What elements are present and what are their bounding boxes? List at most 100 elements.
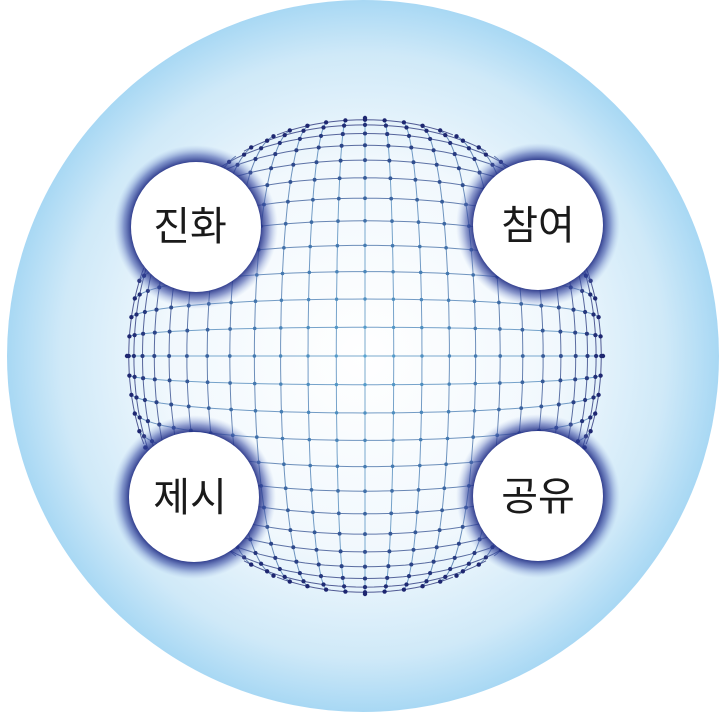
mesh-dot [363,592,367,596]
mesh-dot [253,354,257,358]
mesh-dot [254,299,258,303]
mesh-dot [438,579,442,583]
mesh-dot [286,508,290,512]
mesh-dot [474,382,478,386]
mesh-dot [286,200,290,204]
node-label-evolution: 진화 [153,204,227,250]
mesh-dot [310,220,314,224]
mesh-dot [448,141,452,145]
mesh-dot [279,382,283,386]
mesh-dot [206,380,210,384]
mesh-dot [363,244,367,248]
mesh-dot [432,148,436,152]
mesh-dot [417,488,421,492]
mesh-dot [477,145,481,149]
mesh-dot [339,549,343,553]
mesh-dot [420,383,423,386]
mesh-dot [392,383,395,386]
mesh-dot [541,379,545,383]
mesh-dot [249,145,253,149]
mesh-dot [413,178,417,182]
mesh-dot [391,244,395,248]
mesh-dot [133,296,137,300]
mesh-dot [585,354,589,358]
mesh-dot [298,137,302,141]
mesh-dot [391,465,395,469]
mesh-dot [407,574,411,578]
mesh-dot [363,565,367,569]
mesh-dot [335,270,339,274]
mesh-dot [308,464,312,468]
mesh-dot [363,270,366,273]
mesh-dot [321,582,325,586]
mesh-dot [420,584,424,588]
mesh-dot [571,400,575,404]
mesh-dot [541,354,545,358]
mesh-dot [288,528,292,532]
mesh-dot [137,429,141,433]
mesh-dot [593,296,597,300]
mesh-dot [442,486,446,490]
mesh-dot [269,166,273,170]
mesh-dot [269,542,273,546]
mesh-dot [363,532,367,536]
mesh-dot [255,435,259,439]
mesh-dot [363,354,366,357]
mesh-dot [282,462,286,466]
mesh-dot [585,332,589,336]
mesh-dot [133,411,137,415]
mesh-dot [282,246,286,250]
mesh-dot [338,176,342,180]
mesh-dot [440,508,444,512]
mesh-dot [498,381,502,385]
mesh-dot [363,143,367,147]
mesh-dot [205,354,209,358]
mesh-dot [281,272,285,276]
mesh-dot [185,354,189,358]
mesh-dot [288,579,292,583]
node-participation: 참여 [456,143,620,307]
mesh-dot [129,315,133,319]
mesh-dot [389,512,393,516]
mesh-dot [153,377,157,381]
mesh-dot [593,333,597,337]
mesh-dot [305,124,309,128]
mesh-dot [363,576,367,580]
mesh-dot [249,562,253,566]
mesh-dot [428,571,432,575]
mesh-dot [412,160,416,164]
mesh-dot [382,118,386,122]
mesh-dot [363,465,367,469]
mesh-dot [407,134,411,138]
mesh-dot [288,128,292,132]
mesh-dot [294,148,298,152]
mesh-dot [335,298,338,301]
mesh-dot [521,354,525,358]
node-label-presentation: 제시 [153,475,227,521]
mesh-dot [343,118,347,122]
mesh-dot [593,411,597,415]
mesh-dot [387,159,391,163]
mesh-dot [484,152,488,156]
mesh-dot [169,403,173,407]
mesh-dot [363,158,367,162]
mesh-dot [424,129,428,133]
mesh-dot [291,545,295,549]
mesh-dot [363,176,367,180]
mesh-dot [337,197,341,201]
mesh-dot [280,410,284,414]
mesh-dot [343,589,347,593]
mesh-dot [519,406,523,410]
mesh-dot [187,404,191,408]
mesh-dot [140,354,144,358]
mesh-dot [134,312,138,316]
mesh-dot [580,419,584,423]
mesh-dot [336,465,340,469]
mesh-dot [313,530,317,534]
mesh-dot [319,134,323,138]
mesh-dot [418,245,422,249]
mesh-dot [588,415,592,419]
mesh-dot [428,137,432,141]
mesh-dot [307,326,310,329]
mesh-dot [558,330,562,334]
